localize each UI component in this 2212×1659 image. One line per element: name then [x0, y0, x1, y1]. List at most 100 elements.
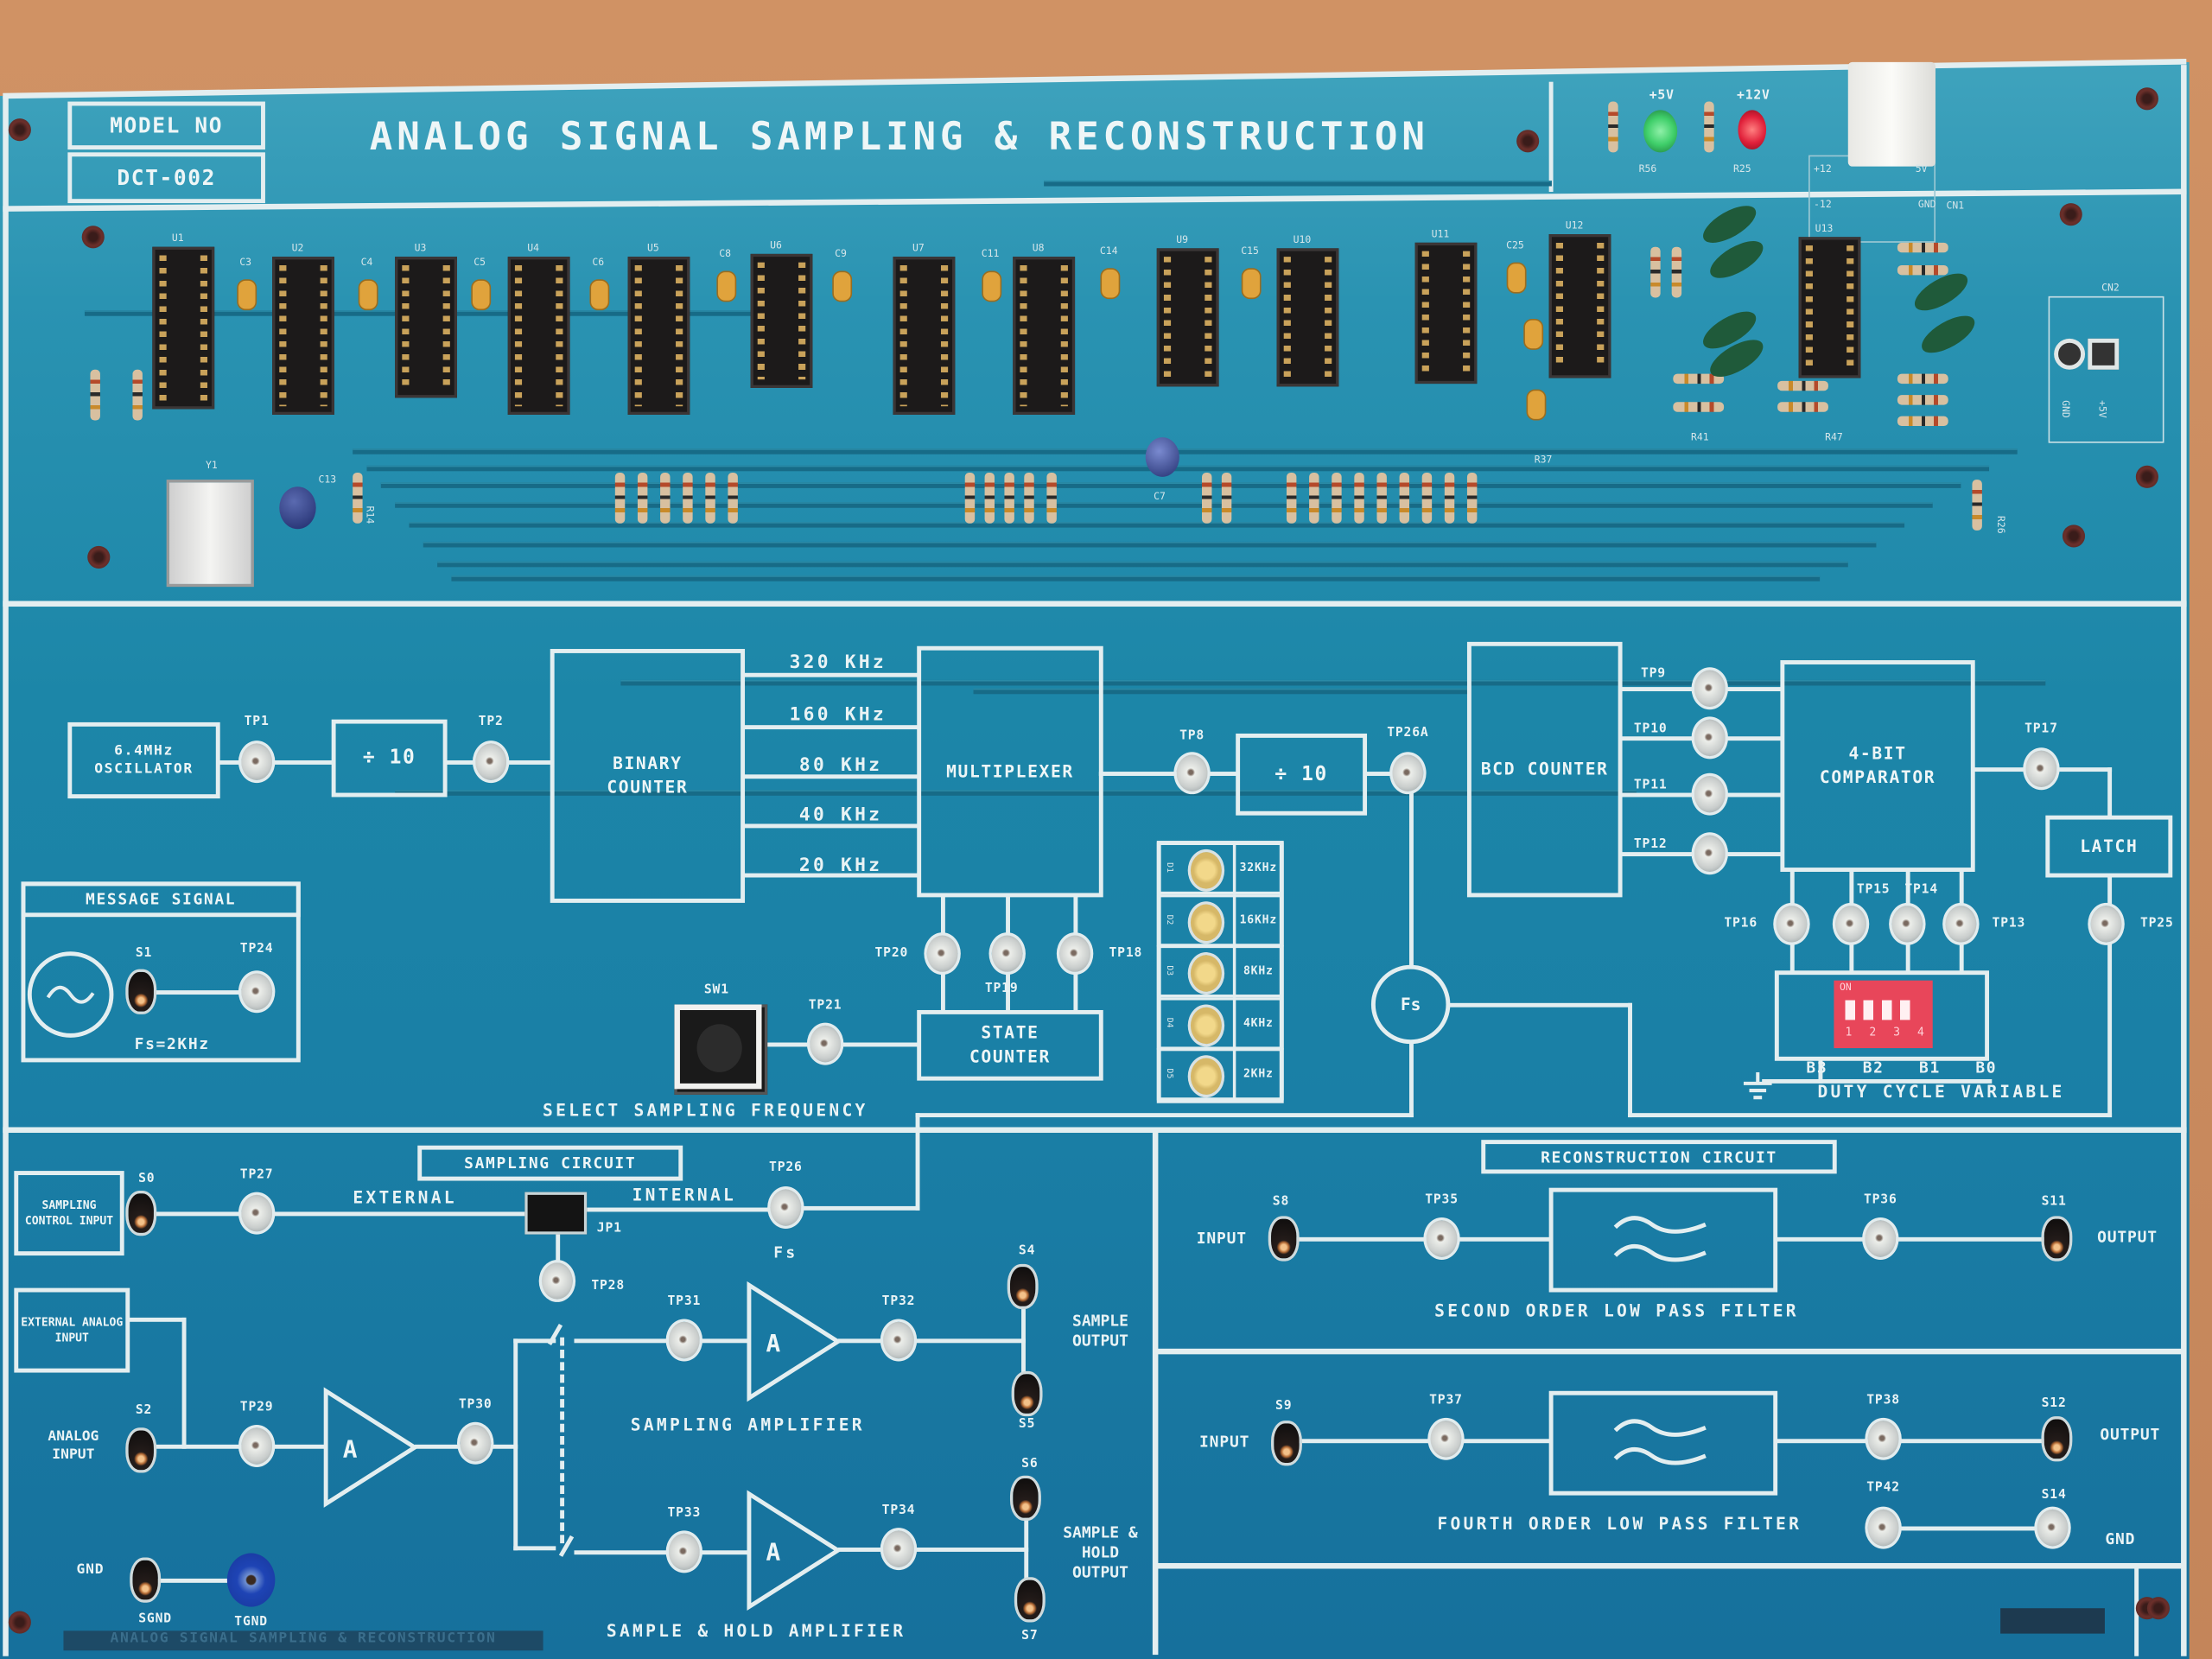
test-point-tp14[interactable]: [1889, 902, 1926, 945]
test-point-label: TP21: [808, 998, 842, 1014]
s1-socket[interactable]: [125, 969, 157, 1014]
wire: [143, 1578, 254, 1583]
test-point-tp18[interactable]: [1056, 932, 1094, 976]
test-point-tp12[interactable]: [1691, 832, 1728, 875]
test-point-tp15[interactable]: [1832, 902, 1870, 945]
s2-analog-input-socket[interactable]: [125, 1427, 157, 1473]
test-point-tp38[interactable]: [1865, 1417, 1902, 1460]
divider-block-2: ÷ 10: [1236, 733, 1368, 816]
resistor-label: R41: [1691, 431, 1709, 443]
test-point-label: TP13: [1992, 917, 2026, 931]
cn2-connector[interactable]: [2048, 296, 2164, 443]
wire: [914, 1112, 919, 1210]
s8-input-socket[interactable]: [1268, 1216, 1300, 1262]
test-point-tp24[interactable]: [238, 970, 276, 1014]
s5-socket[interactable]: [1011, 1370, 1043, 1417]
power-connector-plug[interactable]: [1847, 61, 1936, 167]
test-point-tp16[interactable]: [1773, 902, 1810, 945]
capacitor-icon: [982, 270, 1002, 302]
test-point-tp25[interactable]: [2088, 902, 2125, 945]
input-label: INPUT: [1196, 1229, 1247, 1249]
test-point-label: TP37: [1429, 1394, 1463, 1408]
test-point-tp29[interactable]: [238, 1424, 276, 1467]
test-point-tp11[interactable]: [1691, 772, 1728, 816]
tgnd-terminal[interactable]: [226, 1553, 276, 1607]
ic-socket-u13: [1798, 237, 1861, 378]
sgnd-socket[interactable]: [130, 1557, 162, 1603]
s14-gnd-socket[interactable]: [2034, 1506, 2071, 1549]
fourth-order-filter-label: FOURTH ORDER LOW PASS FILTER: [1437, 1513, 1802, 1534]
sampling-amplifier-label: SAMPLING AMPLIFIER: [630, 1414, 865, 1435]
mounting-hole-icon: [2135, 87, 2158, 111]
s7-socket[interactable]: [1014, 1577, 1046, 1623]
electrolytic-capacitor-icon: [279, 486, 316, 530]
resistor-icon: [90, 369, 100, 421]
test-point-tp33[interactable]: [665, 1530, 703, 1573]
s11-output-socket[interactable]: [2041, 1216, 2073, 1262]
dip-on-label: ON: [1839, 982, 1852, 994]
capacitor-icon: [1526, 389, 1547, 421]
second-order-filter-label: SECOND ORDER LOW PASS FILTER: [1434, 1300, 1799, 1321]
test-point-tp10[interactable]: [1691, 716, 1728, 760]
test-point-tp2[interactable]: [472, 741, 510, 784]
ic-socket-u4: [507, 257, 570, 415]
wire: [138, 1444, 327, 1448]
ic-label: U4: [527, 242, 540, 254]
sw1-push-button[interactable]: [674, 1004, 768, 1095]
test-point-tp26a[interactable]: [1389, 752, 1427, 795]
cn2-pin-label: GND: [2059, 400, 2071, 418]
test-point-tp20[interactable]: [924, 932, 961, 976]
test-point-tp8[interactable]: [1173, 752, 1211, 795]
test-point-tp27[interactable]: [238, 1192, 276, 1235]
amp-label: A: [766, 1329, 781, 1357]
capacitor-icon: [358, 279, 378, 311]
capacitor-label: C3: [239, 257, 251, 269]
divider-bottom: [1155, 1562, 2185, 1569]
test-point-tp31[interactable]: [665, 1319, 703, 1362]
test-point-tp42[interactable]: [1865, 1506, 1902, 1549]
capacitor-icon: [716, 270, 737, 302]
border-right: [2181, 65, 2187, 1656]
test-point-label: TP27: [239, 1167, 274, 1183]
test-point-tp19[interactable]: [988, 932, 1026, 976]
resistor-label: R47: [1825, 431, 1843, 443]
capacitor-label: C11: [981, 248, 1000, 260]
bit-b3: B3: [1806, 1058, 1828, 1077]
test-point-tp17[interactable]: [2023, 747, 2060, 791]
resistor-icon: [1444, 472, 1455, 524]
s12-label: S12: [2041, 1396, 2067, 1411]
capacitor-label: C14: [1099, 245, 1118, 257]
test-point-tp32[interactable]: [880, 1319, 918, 1362]
test-point-tp13[interactable]: [1942, 902, 1980, 945]
wire: [138, 989, 259, 995]
test-point-tp21[interactable]: [806, 1022, 844, 1065]
test-point-label: TP26A: [1387, 726, 1429, 741]
test-point-tp1[interactable]: [238, 741, 276, 784]
frequency-label-cell: [1232, 996, 1284, 1049]
test-point-tp26[interactable]: [767, 1186, 804, 1230]
test-point-tp34[interactable]: [880, 1528, 918, 1571]
s6-socket[interactable]: [1009, 1475, 1041, 1521]
ic-label: U6: [770, 239, 782, 251]
s12-output-socket[interactable]: [2041, 1416, 2073, 1462]
test-point-tp36[interactable]: [1862, 1217, 1899, 1260]
jp1-jumper[interactable]: [524, 1192, 588, 1235]
test-point-tp9[interactable]: [1691, 667, 1728, 710]
test-point-tp37[interactable]: [1427, 1417, 1465, 1460]
test-point-tp35[interactable]: [1423, 1217, 1460, 1260]
resistor-icon: [964, 472, 976, 524]
resistor-icon: [728, 472, 738, 524]
test-point-tp30[interactable]: [456, 1421, 494, 1465]
capacitor-icon: [1523, 318, 1544, 350]
dip-levers[interactable]: [1845, 1000, 1919, 1020]
sine-source-icon: [27, 951, 114, 1038]
pcb-trace: [973, 688, 1467, 695]
s9-input-socket[interactable]: [1271, 1421, 1302, 1466]
test-point-tp28[interactable]: [538, 1259, 576, 1302]
s4-socket[interactable]: [1007, 1263, 1039, 1310]
wire: [741, 671, 919, 677]
sampling-amplifier-icon: A: [747, 1281, 842, 1402]
s0-socket[interactable]: [125, 1190, 157, 1236]
